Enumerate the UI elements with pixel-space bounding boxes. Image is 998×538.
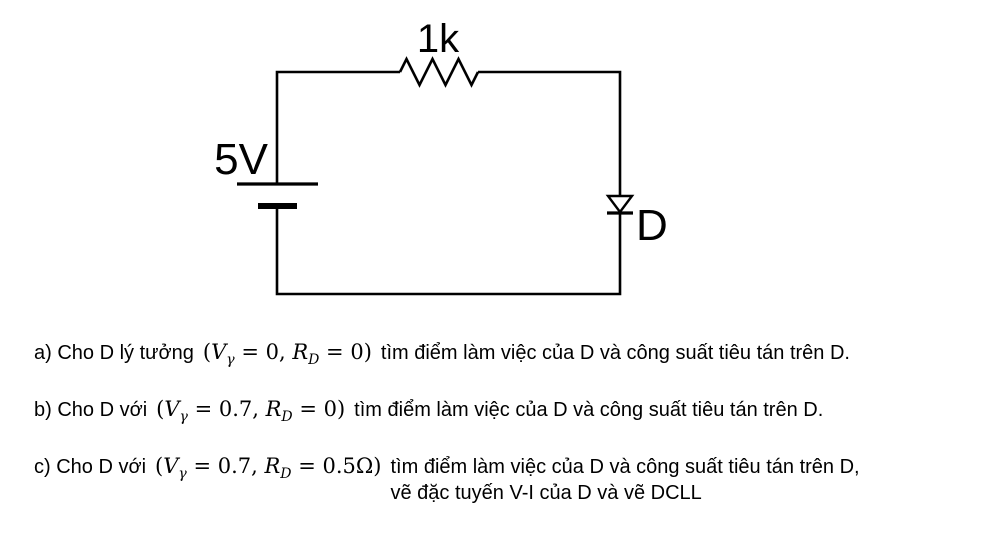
problem-page: 5V 1k D a) Cho D lý tưởng (Vγ = 0, RD = … — [34, 17, 860, 504]
diode-name-label: D — [636, 201, 668, 250]
question-b-lead: b) Cho D với — [34, 399, 148, 421]
wire-top-right — [478, 70, 622, 196]
question-a: a) Cho D lý tưởng (Vγ = 0, RD = 0) tìm đ… — [34, 340, 984, 369]
source-voltage-label: 5V — [214, 135, 268, 184]
question-a-lead: a) Cho D lý tưởng — [34, 342, 194, 364]
circuit-diagram: 5V 1k D — [214, 17, 668, 296]
diode-triangle-icon — [605, 194, 635, 214]
question-c-tail-line1: tìm điểm làm việc của D và công suất tiê… — [390, 456, 860, 478]
question-a-tail: tìm điểm làm việc của D và công suất tiê… — [380, 342, 850, 364]
question-b: b) Cho D với (Vγ = 0.7, RD = 0) tìm điểm… — [34, 397, 984, 426]
resistor-symbol — [398, 56, 480, 88]
question-c-lead: c) Cho D với — [34, 456, 147, 478]
question-list: a) Cho D lý tưởng (Vγ = 0, RD = 0) tìm đ… — [34, 340, 984, 538]
resistor-value-label: 1k — [417, 17, 460, 61]
question-b-math: (Vγ = 0.7, RD = 0) — [156, 397, 346, 426]
wire-bottom-loop — [275, 206, 622, 296]
question-b-tail: tìm điểm làm việc của D và công suất tiê… — [354, 399, 824, 421]
question-c-tail-block: tìm điểm làm việc của D và công suất tiê… — [391, 455, 860, 507]
question-a-math: (Vγ = 0, RD = 0) — [202, 340, 372, 369]
question-c: c) Cho D với (Vγ = 0.7, RD = 0.5Ω) tìm đ… — [34, 454, 984, 507]
wire-left-top — [275, 70, 400, 183]
question-c-math: (Vγ = 0.7, RD = 0.5Ω) — [155, 454, 382, 483]
question-c-tail-line2: vẽ đặc tuyến V-I của D và vẽ DCLL — [390, 482, 702, 504]
